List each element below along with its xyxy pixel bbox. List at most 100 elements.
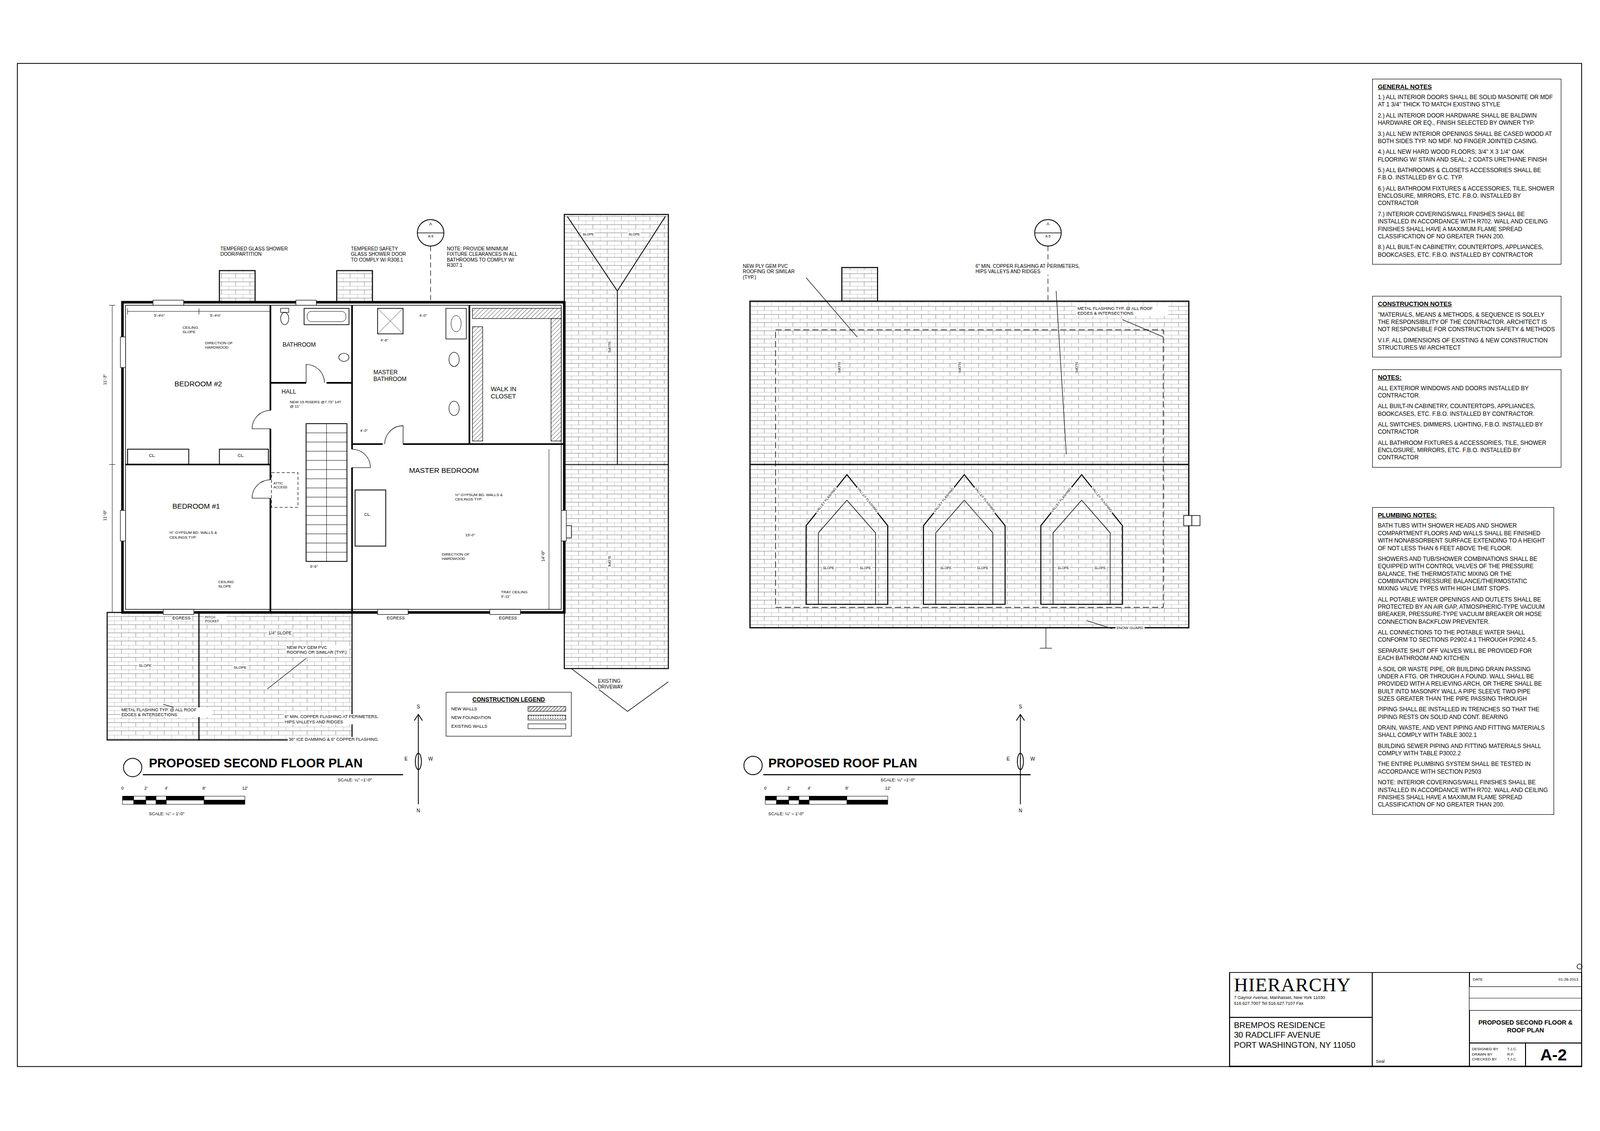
floor-plan-label: 15'-0" — [464, 532, 476, 538]
sheet-title: PROPOSED SECOND FLOOR & ROOF PLAN — [1471, 1018, 1580, 1034]
legend-row: NEW WALLS — [451, 705, 567, 712]
roof-plan-label: PROPOSED ROOF PLAN — [767, 756, 919, 771]
credit-text: DESIGNED BY — [1471, 1046, 1505, 1052]
floor-plan-label: 0 — [120, 785, 125, 791]
scale-bar-part — [798, 800, 809, 805]
roof-plan-label: 6" MIN. COPPER FLASHING AT PERIMETERS, H… — [974, 263, 1082, 275]
scale-bar-part — [788, 795, 799, 800]
floor-plan-label: 5'-4½" — [209, 313, 223, 318]
sheet-number-cell: A-2 — [1525, 1042, 1582, 1067]
floor-plan-part — [295, 300, 317, 306]
construction-notes-box: CONSTRUCTION NOTES"MATERIALS, MEANS & ME… — [1372, 295, 1561, 358]
floor-plan-part — [153, 300, 184, 306]
roof-plan-label: SLOPE — [1074, 360, 1079, 374]
scale-bar-part — [847, 795, 888, 800]
floor-plan-part — [417, 219, 444, 247]
floor-plan-label: SCALE: ¼" = 1'-0" — [147, 811, 186, 817]
floor-plan-label: EGRESS — [385, 615, 407, 621]
floor-plan-label: A — [428, 221, 434, 227]
scale-bar-part — [122, 795, 134, 800]
floor-plan-part — [306, 423, 347, 562]
floor-plan-label: E — [403, 756, 410, 763]
sheet-number: A-2 — [1540, 1045, 1568, 1065]
title-block-frame-part — [1229, 972, 1582, 1067]
note-text: PIPING SHALL BE INSTALLED IN TRENCHES SO… — [1377, 705, 1549, 721]
legend-row: NEW FOUNDATION — [451, 714, 567, 721]
credit-text: R.F. — [1507, 1052, 1524, 1057]
project-address: PORT WASHINGTON, NY 11050 — [1233, 1040, 1368, 1051]
credit-text: T.J.C. — [1507, 1046, 1524, 1052]
floor-plan-label: W — [427, 756, 434, 763]
credits-cell: DESIGNED BYT.J.C.DRAWN BYR.F.CHECKED BYT… — [1469, 1042, 1526, 1067]
note-text: SEPARATE SHUT OFF VALVES WILL BE PROVIDE… — [1377, 647, 1549, 663]
date-value: 01-28-2013 — [1558, 977, 1579, 982]
floor-plan-label: WALK IN CLOSET — [489, 385, 531, 401]
note-text: ALL SWITCHES, DIMMERS, LIGHTING, F.B.O. … — [1377, 421, 1556, 437]
floor-plan-label: PROPOSED SECOND FLOOR PLAN — [147, 756, 364, 771]
floor-plan-label: 2' — [143, 785, 149, 791]
roof-plan-label: SCALE: ¼" =1'-0" — [879, 777, 916, 783]
floor-plan-label: 12' — [241, 785, 250, 791]
scale-bar-part — [765, 795, 777, 800]
project-name: BREMPOS RESIDENCE — [1233, 1020, 1368, 1031]
roof-plan-label: NEW PLY GEM PVC ROOFING OR SIMILAR (TYP.… — [741, 263, 806, 281]
floor-plan-label: DIRECTION OF HARDWOOD — [440, 552, 480, 561]
legend-row: EXISTING WALLS — [451, 723, 567, 730]
title-block-frame-part — [1577, 964, 1583, 970]
floor-plan-label: S — [415, 704, 422, 710]
roof-plan-part — [1034, 232, 1062, 234]
roof-plan-part — [1041, 474, 1123, 605]
floor-plan-part — [417, 232, 444, 234]
notes-heading: PLUMBING NOTES: — [1377, 511, 1549, 520]
roof-plan-part — [1183, 515, 1192, 526]
floor-plan-part — [125, 305, 565, 613]
floor-plan-label: EGRESS — [171, 615, 192, 621]
floor-plan-part — [127, 449, 190, 465]
roof-plan-label: 4' — [806, 785, 812, 791]
note-text: 5.) ALL BATHROOMS & CLOSETS ACCESSORIES … — [1377, 166, 1556, 182]
floor-plan-part — [163, 609, 194, 615]
floor-plan-part — [354, 489, 386, 546]
floor-plan-part — [338, 353, 350, 362]
scale-bar-part — [133, 800, 146, 805]
note-text: BUILDING SEWER PIPING AND FITTING MATERI… — [1377, 742, 1549, 758]
floor-plan-label: 5'-4½" — [153, 313, 167, 318]
floor-plan-label: CEILING SLOPE — [181, 325, 208, 335]
floor-plan-label: METAL FLASHING TYP. @ ALL ROOF EDGES & I… — [120, 707, 213, 718]
title-block-frame-part — [1469, 998, 1582, 1011]
scale-bar-part — [204, 795, 245, 800]
floor-plan-label: CEILING SLOPE — [217, 579, 244, 589]
roof-plan-label: SLOPE — [939, 566, 953, 571]
project-cell: BREMPOS RESIDENCE30 RADCLIFF AVENUEPORT … — [1229, 1017, 1373, 1067]
credit-text: T.J.C. — [1507, 1056, 1524, 1062]
floor-plan-part — [449, 352, 460, 367]
credit-text: CHECKED BY — [1471, 1056, 1505, 1062]
floor-plan-label: CL. — [236, 453, 246, 458]
note-text: ALL EXTERIOR WINDOWS AND DOORS INSTALLED… — [1377, 384, 1556, 400]
floor-plan-part — [451, 315, 462, 332]
roof-plan-label: SLOPE — [957, 360, 962, 374]
floor-plan-part — [219, 449, 269, 465]
title-block-frame — [1229, 964, 1583, 1067]
notes-heading: NOTES: — [1377, 373, 1556, 382]
roof-plan-label: SLOPE — [836, 360, 841, 374]
roof-plan-part — [763, 774, 1031, 776]
floor-plan-label: 1/4" SLOPE — [267, 630, 293, 636]
floor-plan-label: TEMPERED SAFETY GLASS SHOWER DOOR TO COM… — [350, 246, 412, 264]
floor-plan-part — [125, 305, 562, 610]
floor-plan-part — [377, 308, 404, 335]
roof-plan-label: 12' — [883, 785, 892, 791]
seal-label: Seal — [1375, 1058, 1467, 1064]
credit-text: DRAWN BY — [1471, 1052, 1505, 1057]
floor-plan-part — [251, 364, 403, 499]
floor-plan-label: 4'-6" — [379, 337, 390, 343]
floor-plan-label: A-5 — [426, 234, 435, 239]
floor-plan-label: 36" ICE DAMMING & 6" COPPER FLASHING. — [287, 736, 385, 742]
scale-bar-part — [808, 795, 847, 800]
note-text: 8.) ALL BUILT-IN CABINETRY, COUNTERTOPS,… — [1377, 243, 1556, 259]
floor-plan-label: EXISTING DRIVEWAY — [597, 678, 649, 690]
roof-plan-label: SLOPE — [1093, 566, 1107, 571]
note-text: ALL POTABLE WATER OPENINGS AND OUTLETS S… — [1377, 596, 1549, 626]
scale-bar-part — [156, 800, 167, 805]
date-label: DATE — [1472, 977, 1483, 982]
